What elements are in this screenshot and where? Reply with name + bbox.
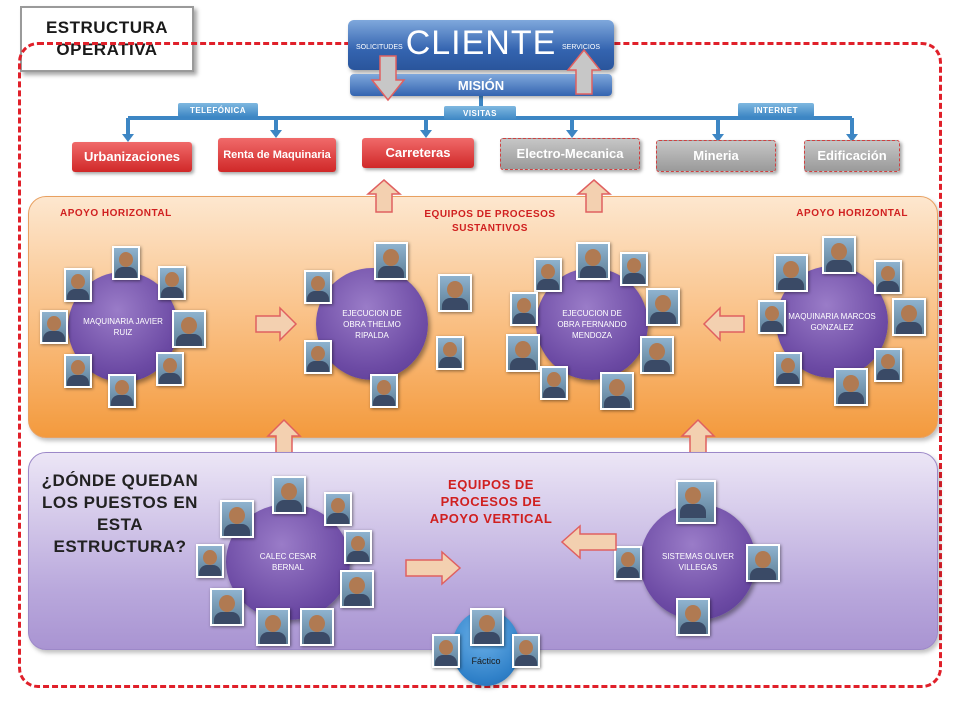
- arrow-right-icon: [255, 306, 298, 342]
- category-electro-mecanica[interactable]: Electro-Mecanica: [500, 138, 640, 170]
- team-member-photo: [172, 310, 206, 348]
- mision-bar: MISIÓN: [350, 74, 612, 96]
- team-member-photo: [272, 476, 306, 514]
- team-member-photo: [64, 268, 92, 302]
- team-member-photo: [600, 372, 634, 410]
- team-member-photo: [640, 336, 674, 374]
- cliente-box: SOLICITUDES CLIENTE SERVICIOS: [348, 20, 614, 70]
- category-mineria[interactable]: Mineria: [656, 140, 776, 172]
- servicios-label: SERVICIOS: [562, 44, 600, 51]
- arrow-up-icon: [566, 48, 602, 95]
- title-line-1: ESTRUCTURA: [45, 18, 169, 37]
- team-ejecucion-thelmo-ripalda: EJECUCION DE OBRA THELMO RIPALDA: [316, 268, 428, 380]
- arrow-left-icon: [560, 524, 617, 560]
- solicitudes-label: SOLICITUDES: [356, 44, 403, 51]
- team-member-photo: [340, 570, 374, 608]
- team-member-photo: [196, 544, 224, 578]
- team-member-photo: [374, 242, 408, 280]
- question-text: ¿DÓNDE QUEDAN LOS PUESTOS EN ESTA ESTRUC…: [41, 471, 199, 556]
- team-member-photo: [774, 254, 808, 292]
- team-member-photo: [370, 374, 398, 408]
- team-member-photo: [506, 334, 540, 372]
- team-member-photo: [534, 258, 562, 292]
- team-member-photo: [822, 236, 856, 274]
- equipos-sustantivos-label: EQUIPOS DE PROCESOS SUSTANTIVOS: [424, 209, 556, 234]
- team-member-photo: [676, 480, 716, 524]
- team-member-photo: [470, 608, 504, 646]
- category-carreteras[interactable]: Carreteras: [362, 138, 474, 168]
- team-member-photo: [834, 368, 868, 406]
- team-member-photo: [304, 270, 332, 304]
- arrow-up-icon: [366, 179, 402, 213]
- team-member-photo: [156, 352, 184, 386]
- team-member-photo: [436, 336, 464, 370]
- team-member-photo: [758, 300, 786, 334]
- arrow-right-icon: [405, 550, 462, 586]
- internet-tag: INTERNET: [738, 103, 814, 117]
- category-edificacion[interactable]: Edificación: [804, 140, 900, 172]
- team-member-photo: [220, 500, 254, 538]
- arrow-down-icon: [370, 55, 406, 102]
- apoyo-horizontal-left-label: APOYO HORIZONTAL: [60, 208, 172, 219]
- team-member-photo: [256, 608, 290, 646]
- team-member-photo: [158, 266, 186, 300]
- team-member-photo: [304, 340, 332, 374]
- team-member-photo: [64, 354, 92, 388]
- team-member-photo: [646, 288, 680, 326]
- telefonica-tag: TELEFÓNICA: [178, 103, 258, 117]
- team-member-photo: [510, 292, 538, 326]
- team-member-photo: [874, 348, 902, 382]
- team-member-photo: [540, 366, 568, 400]
- team-member-photo: [40, 310, 68, 344]
- team-member-photo: [676, 598, 710, 636]
- team-member-photo: [432, 634, 460, 668]
- team-member-photo: [576, 242, 610, 280]
- category-urbanizaciones[interactable]: Urbanizaciones: [72, 142, 192, 172]
- visitas-tag: VISITAS: [444, 106, 516, 120]
- cliente-label: CLIENTE: [405, 24, 557, 62]
- factico-label: Fáctico: [471, 656, 501, 666]
- equipos-apoyo-vertical-label: EQUIPOS DE PROCESOS DE APOYO VERTICAL: [429, 477, 553, 526]
- arrow-left-icon: [702, 306, 745, 342]
- team-member-photo: [108, 374, 136, 408]
- apoyo-horizontal-right-label: APOYO HORIZONTAL: [796, 208, 908, 219]
- category-renta-maquinaria[interactable]: Renta de Maquinaria: [218, 138, 336, 172]
- arrow-up-icon: [576, 179, 612, 213]
- team-member-photo: [874, 260, 902, 294]
- team-member-photo: [300, 608, 334, 646]
- team-member-photo: [210, 588, 244, 626]
- team-member-photo: [614, 546, 642, 580]
- team-member-photo: [620, 252, 648, 286]
- team-member-photo: [746, 544, 780, 582]
- team-member-photo: [512, 634, 540, 668]
- team-member-photo: [324, 492, 352, 526]
- team-member-photo: [892, 298, 926, 336]
- team-member-photo: [774, 352, 802, 386]
- team-member-photo: [112, 246, 140, 280]
- team-member-photo: [438, 274, 472, 312]
- team-member-photo: [344, 530, 372, 564]
